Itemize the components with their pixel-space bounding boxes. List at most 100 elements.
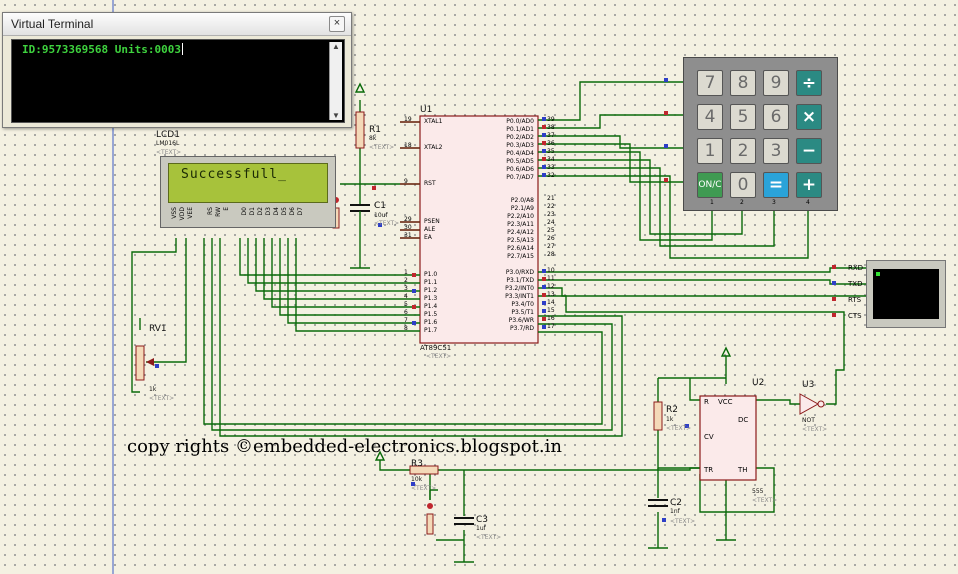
mcu-pin-name: P2.3/A11 (507, 221, 534, 228)
not-gate-u3[interactable] (799, 393, 825, 415)
c1-value: 10uf (374, 212, 388, 219)
u2-part: 555 (752, 488, 764, 495)
mcu-pin-name: P3.1/TXD (506, 277, 534, 284)
keypad-key[interactable]: 0 (730, 172, 756, 198)
scroll-down-icon[interactable]: ▼ (332, 111, 340, 120)
keypad-col-label: 2 (740, 199, 744, 206)
mcu-pin-number: 30 (404, 224, 412, 231)
mcu-pin-name: P0.1/AD1 (506, 126, 534, 133)
r1-value: 8k (369, 135, 377, 142)
mcu-pin-number: 10 (547, 267, 555, 274)
resistor-r2[interactable] (653, 401, 663, 431)
mcu-pin-name: P3.4/T0 (511, 301, 534, 308)
mcu-pin-name: P2.5/A13 (507, 237, 534, 244)
scroll-up-icon[interactable]: ▲ (332, 42, 340, 51)
mcu-pin-number: 11 (547, 275, 555, 282)
lcd-pin-label: D0 (241, 207, 248, 216)
mcu-pin-name: XTAL1 (424, 118, 443, 125)
virtual-terminal-titlebar[interactable]: Virtual Terminal × (3, 13, 351, 36)
virtual-terminal-title: Virtual Terminal (11, 17, 94, 31)
virtual-terminal-scrollbar[interactable]: ▲ ▼ (329, 42, 342, 120)
mcu-pin-name: ALE (424, 226, 436, 233)
lcd-meta: <TEXT> (156, 149, 182, 156)
capacitor-c1[interactable] (350, 204, 370, 226)
resistor-r3[interactable] (409, 465, 439, 475)
keypad-key[interactable]: × (796, 104, 822, 130)
keypad-key[interactable]: ON/C (697, 172, 723, 198)
rv1-meta: <TEXT> (149, 395, 175, 402)
mcu-pin-number: 18 (404, 142, 412, 149)
keypad-key[interactable]: 5 (730, 104, 756, 130)
rv1-value: 1k (149, 386, 157, 393)
keypad-key[interactable]: ÷ (796, 70, 822, 96)
u2-meta: <TEXT> (752, 497, 778, 504)
keypad-key[interactable]: = (763, 172, 789, 198)
virtual-terminal-window[interactable]: Virtual Terminal × ID:9573369568 Units:0… (2, 12, 352, 128)
lcd-part: LM016L (156, 140, 180, 147)
lcd-ref: LCD1 (156, 130, 180, 140)
lcd-pin-label: D1 (249, 207, 256, 216)
keypad-key[interactable]: 1 (697, 138, 723, 164)
u3-meta: <TEXT> (802, 426, 828, 433)
wires (131, 81, 866, 562)
mcu-pin-number: 12 (547, 283, 555, 290)
lcd-screen: Successfull_ (168, 163, 328, 203)
c1-ref: C1 (374, 201, 387, 211)
r3-meta: <TEXT> (411, 485, 437, 492)
lcd-pin-label: D5 (281, 207, 288, 216)
keypad-key[interactable]: 6 (763, 104, 789, 130)
r1-ref: R1 (369, 125, 381, 135)
mcu-pin-number: 1 (404, 269, 408, 276)
keypad-key[interactable]: 7 (697, 70, 723, 96)
u3-part: NOT (802, 417, 815, 424)
mcu-pin-name: P3.7/RD (510, 325, 534, 332)
mcu-pin-name: P1.4 (424, 303, 438, 310)
keypad-key[interactable]: 3 (763, 138, 789, 164)
rv1-ref: RV1 (149, 324, 167, 334)
mcu-pin-number: 31 (404, 232, 412, 239)
mcu-pin-number: 39 (547, 116, 555, 123)
mcu-pin-number: 24 (547, 219, 555, 226)
keypad-key[interactable]: 9 (763, 70, 789, 96)
text-cursor (181, 43, 183, 55)
mcu-pin-name: P2.0/A8 (510, 197, 534, 204)
mcu-pin-number: 13 (547, 291, 555, 298)
mcu-pin-number: 37 (547, 132, 555, 139)
capacitor-c3[interactable] (454, 517, 474, 525)
mcu-pin-number: 36 (547, 140, 555, 147)
rs232-terminal[interactable] (866, 260, 946, 328)
mcu-pin-name: P1.5 (424, 311, 438, 318)
keypad-col-label: 4 (806, 199, 810, 206)
lcd-pin-label: E (223, 207, 230, 211)
mcu-pin-number: 23 (547, 211, 555, 218)
timer-u2[interactable] (699, 395, 757, 481)
mcu-pin-number: 22 (547, 203, 555, 210)
keypad-key[interactable]: + (796, 172, 822, 198)
capacitor-c2[interactable] (648, 499, 668, 507)
potentiometer-rv1[interactable] (135, 345, 154, 381)
mcu-pin-name: P1.0 (424, 271, 438, 278)
keypad-key[interactable]: 2 (730, 138, 756, 164)
mcu-pin-name: P1.1 (424, 279, 438, 286)
keypad-col-label: 3 (772, 199, 776, 206)
trigger-push-button[interactable] (426, 503, 434, 535)
keypad-key[interactable]: 4 (697, 104, 723, 130)
r2-meta: <TEXT> (666, 425, 692, 432)
mcu-pin-number: 33 (547, 164, 555, 171)
virtual-terminal-screen[interactable]: ID:9573369568 Units:0003 ▲ ▼ (11, 39, 345, 123)
power-symbols (350, 82, 736, 563)
keypad-key[interactable]: − (796, 138, 822, 164)
close-icon[interactable]: × (329, 16, 345, 32)
resistor-r1[interactable] (355, 111, 365, 149)
r1-meta: <TEXT> (369, 144, 395, 151)
mcu-pin-number: 4 (404, 293, 408, 300)
mcu-pin-name: P2.6/A14 (507, 245, 534, 252)
mcu-u1[interactable] (419, 115, 539, 344)
mcu-pin-name: P1.3 (424, 295, 438, 302)
keypad-key[interactable]: 8 (730, 70, 756, 96)
mcu-pin-name: P2.4/A12 (507, 229, 534, 236)
rs-terminal-pin: RTS (848, 296, 862, 304)
